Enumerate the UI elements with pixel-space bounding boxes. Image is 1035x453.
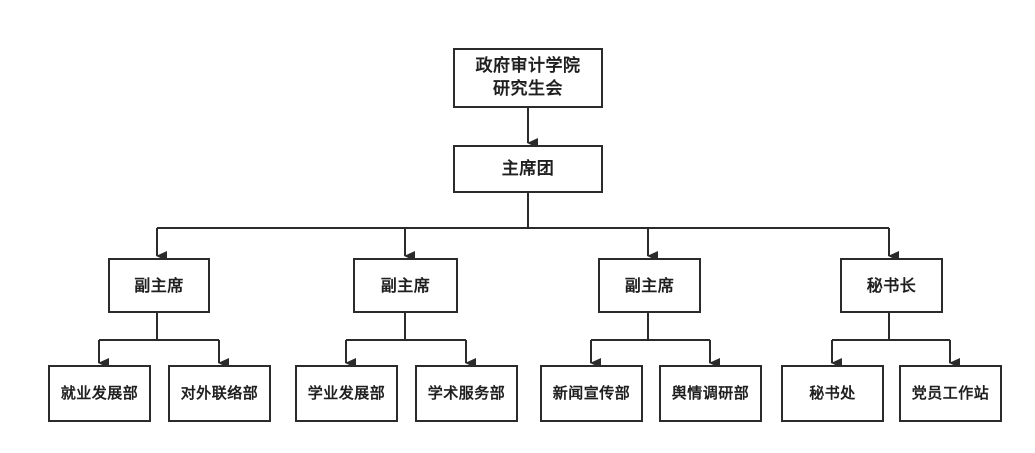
node-presidium[interactable]: 主席团 xyxy=(453,145,603,193)
node-officer-1-label: 副主席 xyxy=(134,275,184,295)
node-department-3[interactable]: 学业发展部 xyxy=(295,365,398,422)
node-officer-2-label: 副主席 xyxy=(380,275,431,295)
node-department-6-label: 舆情调研部 xyxy=(671,384,750,403)
node-officer-4[interactable]: 秘书长 xyxy=(840,258,943,313)
node-department-3-label: 学业发展部 xyxy=(307,384,386,403)
node-officer-3-label: 副主席 xyxy=(624,275,675,295)
node-root[interactable]: 政府审计学院 研究生会 xyxy=(453,48,603,108)
node-department-8-label: 党员工作站 xyxy=(911,384,990,403)
node-officer-4-label: 秘书长 xyxy=(866,275,917,295)
node-officer-3[interactable]: 副主席 xyxy=(598,258,701,313)
node-department-2-label: 对外联络部 xyxy=(180,384,259,403)
node-department-8[interactable]: 党员工作站 xyxy=(899,365,1002,422)
node-department-1[interactable]: 就业发展部 xyxy=(48,365,151,422)
node-department-6[interactable]: 舆情调研部 xyxy=(659,365,762,422)
node-department-1-label: 就业发展部 xyxy=(60,384,139,403)
node-presidium-label: 主席团 xyxy=(501,158,555,179)
node-department-7-label: 秘书处 xyxy=(809,384,856,403)
node-department-5[interactable]: 新闻宣传部 xyxy=(540,365,643,422)
node-department-4[interactable]: 学术服务部 xyxy=(415,365,518,422)
node-department-4-label: 学术服务部 xyxy=(427,384,506,403)
node-department-7[interactable]: 秘书处 xyxy=(781,365,884,422)
node-department-2[interactable]: 对外联络部 xyxy=(168,365,271,422)
node-officer-1[interactable]: 副主席 xyxy=(108,258,210,313)
node-root-label: 政府审计学院 研究生会 xyxy=(475,56,581,99)
node-officer-2[interactable]: 副主席 xyxy=(353,258,458,313)
node-department-5-label: 新闻宣传部 xyxy=(552,384,631,403)
